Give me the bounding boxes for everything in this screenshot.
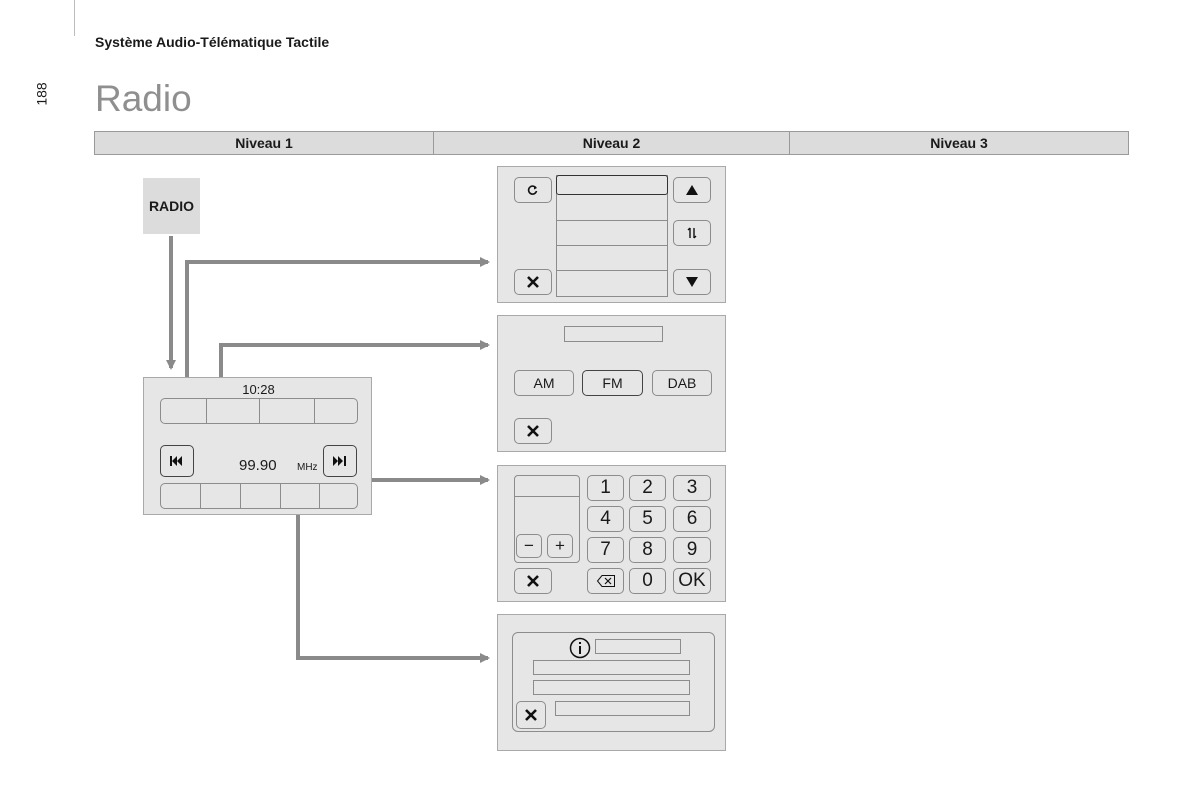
key-5[interactable]: 5 <box>629 506 666 532</box>
preset-row-top <box>160 398 358 424</box>
swap-button[interactable] <box>673 220 711 246</box>
key-6[interactable]: 6 <box>673 506 711 532</box>
close-icon <box>527 425 539 437</box>
frequency-value: 99.90 <box>239 457 277 474</box>
info-title-field <box>595 639 681 654</box>
band-am-button[interactable]: AM <box>514 370 574 396</box>
close-button[interactable] <box>514 269 552 295</box>
next-track-icon <box>333 456 346 466</box>
station-list-selected-row[interactable] <box>556 175 668 195</box>
previous-track-button[interactable] <box>160 445 194 477</box>
scroll-down-button[interactable] <box>673 269 711 295</box>
band-selection-screen: AM FM DAB <box>497 315 726 452</box>
station-list-screen <box>497 166 726 303</box>
triangle-down-icon <box>686 277 698 287</box>
info-line-3 <box>555 701 690 716</box>
band-fm-button[interactable]: FM <box>582 370 643 396</box>
info-icon <box>569 637 591 659</box>
band-title-field <box>564 326 663 342</box>
key-2[interactable]: 2 <box>629 475 666 501</box>
close-icon <box>525 709 537 721</box>
frequency-unit: MHz <box>297 462 318 473</box>
next-track-button[interactable] <box>323 445 357 477</box>
scroll-up-button[interactable] <box>673 177 711 203</box>
backspace-icon <box>596 575 615 587</box>
close-button[interactable] <box>516 701 546 729</box>
key-0[interactable]: 0 <box>629 568 666 594</box>
backspace-button[interactable] <box>587 568 624 594</box>
band-dab-button[interactable]: DAB <box>652 370 712 396</box>
close-button[interactable] <box>514 568 552 594</box>
key-9[interactable]: 9 <box>673 537 711 563</box>
key-4[interactable]: 4 <box>587 506 624 532</box>
arrow-to-info-screen <box>296 502 490 663</box>
close-button[interactable] <box>514 418 552 444</box>
info-line-1 <box>533 660 690 675</box>
key-ok[interactable]: OK <box>673 568 711 594</box>
previous-track-icon <box>170 456 182 466</box>
triangle-up-icon <box>686 185 698 195</box>
refresh-button[interactable] <box>514 177 552 203</box>
close-icon <box>527 575 539 587</box>
key-1[interactable]: 1 <box>587 475 624 501</box>
close-icon <box>527 276 539 288</box>
radio-source-label: RADIO <box>148 198 195 214</box>
plus-button[interactable]: + <box>547 534 573 558</box>
key-3[interactable]: 3 <box>673 475 711 501</box>
swap-icon <box>687 227 697 239</box>
minus-button[interactable]: − <box>516 534 542 558</box>
document-header: Système Audio-Télématique Tactile <box>95 34 330 50</box>
page-title: Radio <box>95 78 192 119</box>
frequency-keypad-screen: − + 1 2 3 4 5 6 7 8 9 0 OK <box>497 465 726 602</box>
clock: 10:28 <box>242 382 275 397</box>
column-header-level-3: Niveau 3 <box>789 131 1129 155</box>
main-radio-screen: 10:28 99.90 MHz <box>143 377 372 515</box>
radio-source-button[interactable]: RADIO <box>143 178 200 234</box>
refresh-icon <box>527 185 538 195</box>
column-header-level-2: Niveau 2 <box>433 131 790 155</box>
column-header-level-1: Niveau 1 <box>94 131 434 155</box>
key-8[interactable]: 8 <box>629 537 666 563</box>
key-7[interactable]: 7 <box>587 537 624 563</box>
station-list[interactable] <box>556 175 668 297</box>
margin-line <box>74 0 75 36</box>
info-panel <box>512 632 715 732</box>
info-line-2 <box>533 680 690 695</box>
info-screen <box>497 614 726 751</box>
function-row-bottom <box>160 483 358 509</box>
